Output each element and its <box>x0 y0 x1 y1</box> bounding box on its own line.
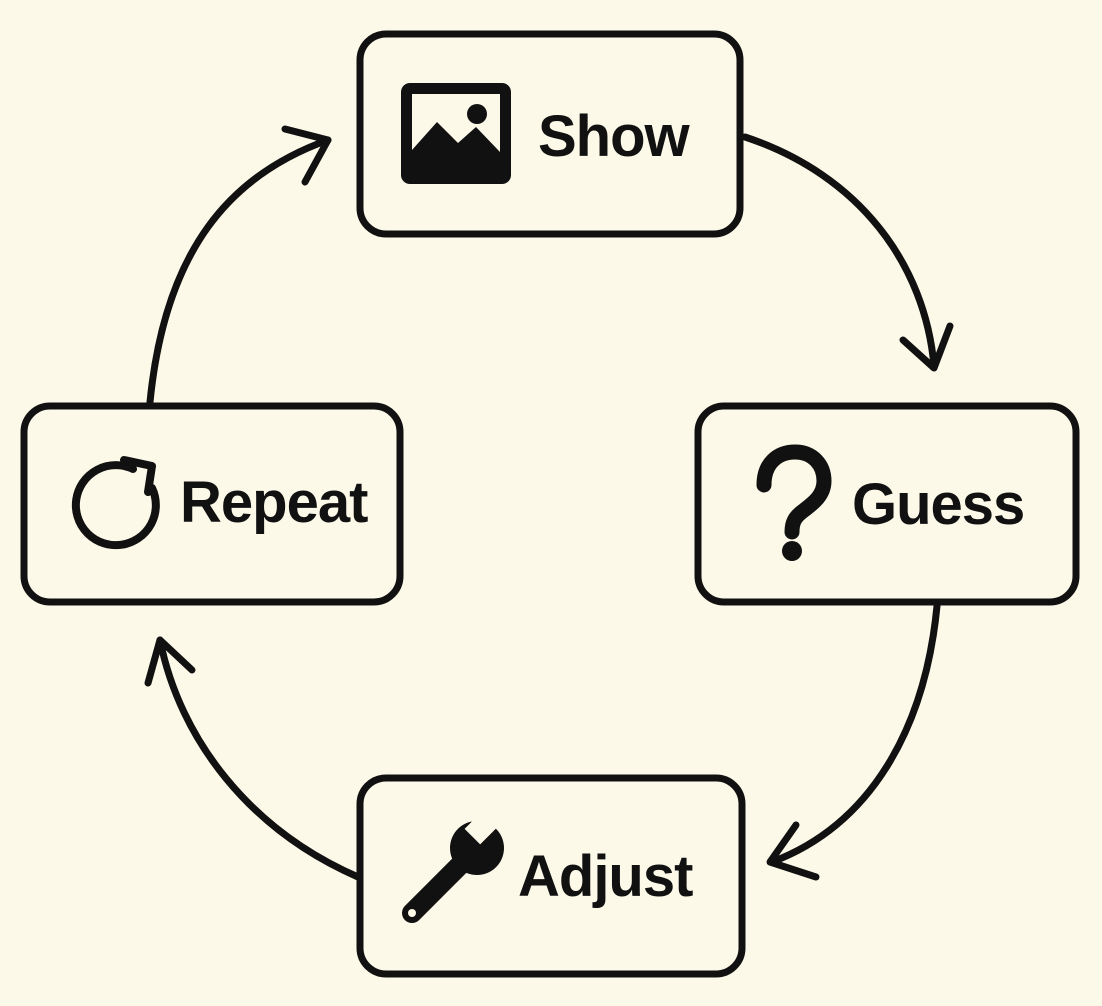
node-guess-box <box>694 402 1080 606</box>
node-adjust-label: Adjust <box>518 844 693 909</box>
wrench-icon <box>402 807 504 923</box>
arrow-show-to-guess <box>741 133 954 372</box>
node-guess-label: Guess <box>852 472 1024 537</box>
node-guess: Guess <box>694 402 1080 606</box>
image-icon <box>401 83 511 184</box>
node-show-label: Show <box>538 104 691 169</box>
arrow-adjust-to-repeat <box>144 636 362 881</box>
refresh-icon <box>71 456 160 550</box>
arrow-guess-to-adjust <box>766 602 941 881</box>
node-repeat-label: Repeat <box>180 470 368 535</box>
question-mark-icon <box>756 444 832 561</box>
arrow-repeat-to-show <box>146 125 332 406</box>
node-adjust-box <box>356 774 746 978</box>
node-show-box <box>356 30 744 238</box>
node-show: Show <box>356 30 744 238</box>
node-adjust: Adjust <box>356 774 746 978</box>
node-repeat: Repeat <box>20 402 404 606</box>
node-repeat-box <box>20 402 404 606</box>
